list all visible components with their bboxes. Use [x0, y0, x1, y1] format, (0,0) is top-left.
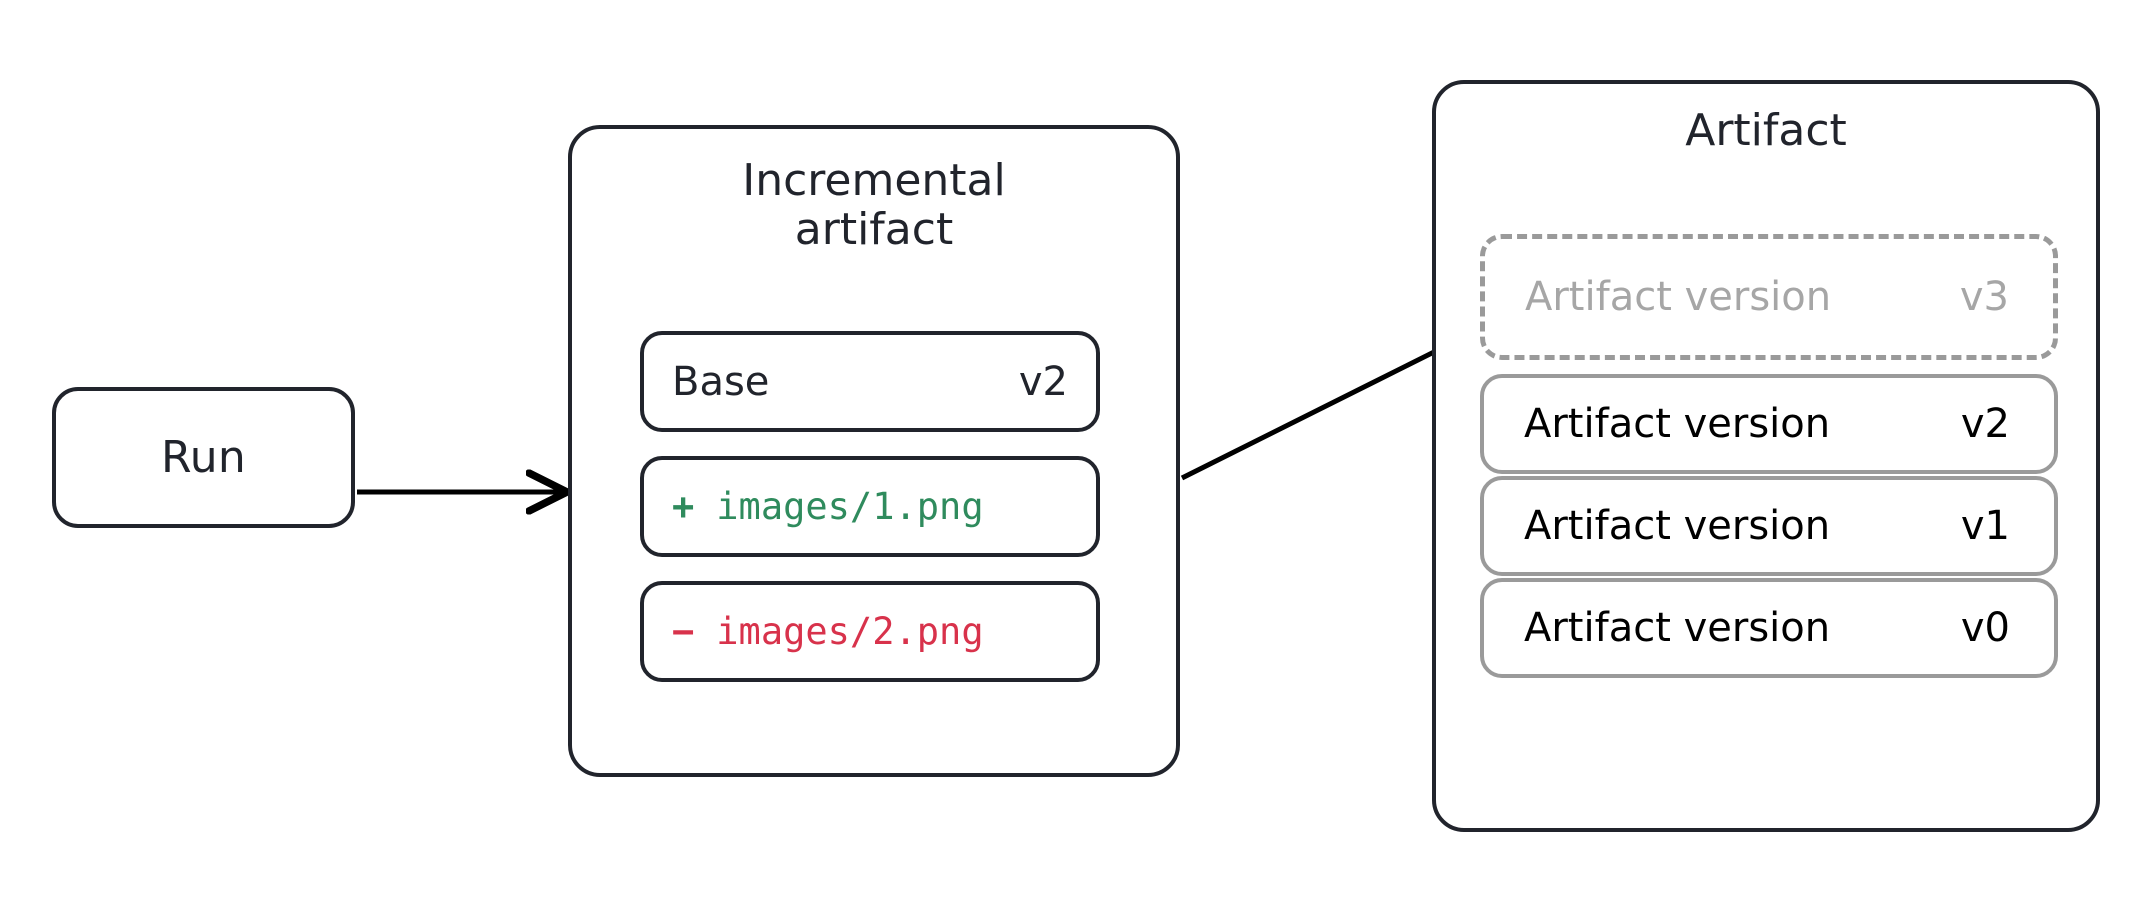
artifact-version-label-v3: Artifact version — [1525, 274, 1832, 320]
artifact-panel-title: Artifact — [1685, 105, 1847, 156]
incremental-artifact-panel[interactable]: Incremental artifact Base v2 + images/1.… — [568, 125, 1180, 777]
artifact-version-value-v3: v3 — [1959, 274, 2009, 320]
incremental-base-label: Base — [672, 358, 770, 405]
artifact-version-label-v1: Artifact version — [1524, 503, 1831, 549]
minus-icon: − — [672, 610, 695, 653]
incremental-artifact-title-line2: artifact — [794, 204, 954, 256]
artifact-version-label-v0: Artifact version — [1524, 605, 1831, 651]
deleted-file-path: images/2.png — [716, 610, 984, 653]
artifact-panel[interactable]: Artifact Artifact version v3 Artifact ve… — [1432, 80, 2100, 832]
incremental-artifact-title-line1: Incremental — [742, 155, 1006, 206]
incremental-base-row[interactable]: Base v2 — [640, 331, 1100, 432]
incremental-artifact-title: Incremental artifact — [572, 156, 1176, 255]
incremental-added-file-row[interactable]: + images/1.png — [640, 456, 1100, 557]
added-file-line: + images/1.png — [672, 485, 984, 528]
artifact-version-row-v2[interactable]: Artifact version v2 — [1480, 374, 2058, 474]
artifact-version-value-v2: v2 — [1960, 401, 2010, 447]
incremental-deleted-file-row[interactable]: − images/2.png — [640, 581, 1100, 682]
artifact-version-label-v2: Artifact version — [1524, 401, 1831, 447]
artifact-version-row-v0[interactable]: Artifact version v0 — [1480, 578, 2058, 678]
artifact-version-row-v3[interactable]: Artifact version v3 — [1480, 234, 2058, 360]
incremental-base-version: v2 — [1018, 358, 1068, 405]
artifact-version-value-v1: v1 — [1960, 503, 2010, 549]
deleted-file-line: − images/2.png — [672, 610, 984, 653]
plus-icon: + — [672, 485, 695, 528]
added-file-path: images/1.png — [716, 485, 984, 528]
run-node[interactable]: Run — [52, 387, 355, 528]
artifact-version-row-v1[interactable]: Artifact version v1 — [1480, 476, 2058, 576]
artifact-version-value-v0: v0 — [1960, 605, 2010, 651]
run-node-label: Run — [161, 432, 246, 483]
